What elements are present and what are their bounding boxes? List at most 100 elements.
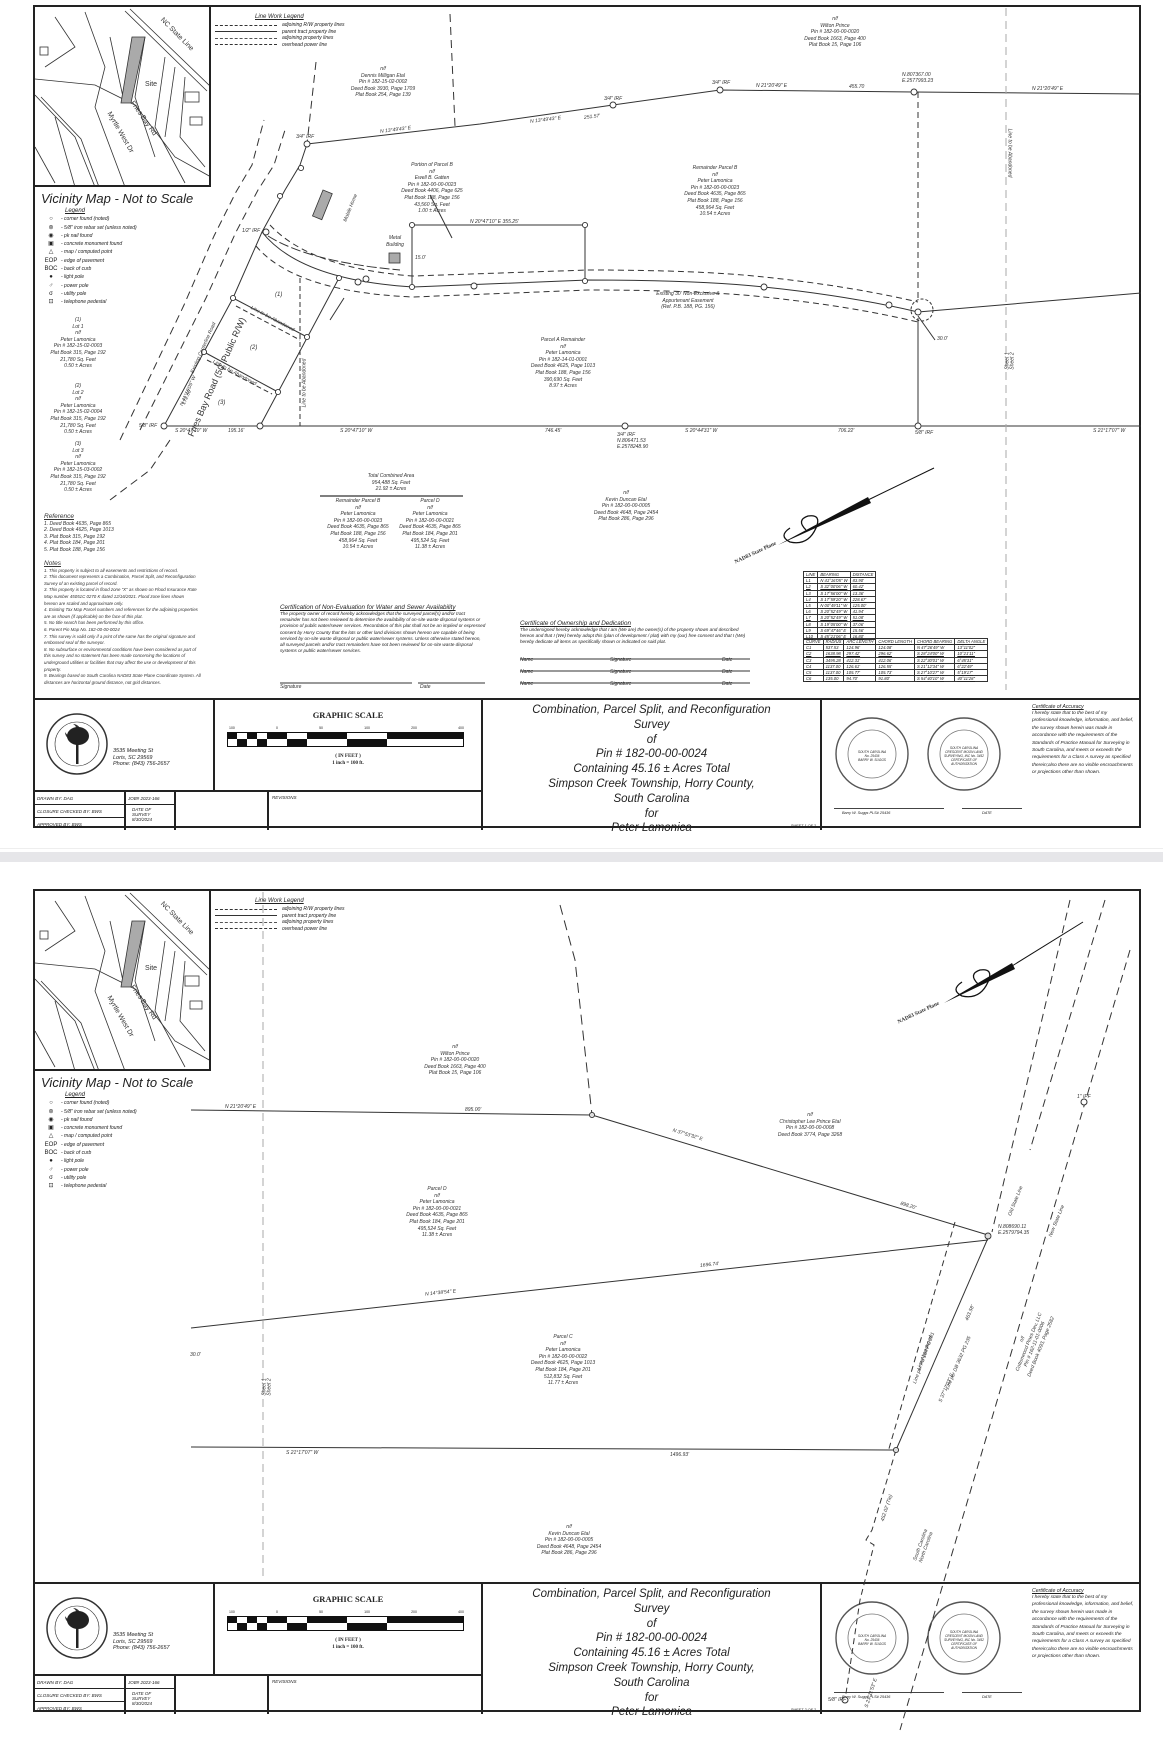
text-label: 297.42': [843, 650, 877, 658]
text-label: Certification of Non-Evaluation for Wate…: [280, 604, 456, 611]
text-label: Notes: [44, 560, 61, 567]
monument-label: 5/8" IRF: [139, 423, 158, 429]
text-label: L2: [802, 583, 819, 591]
text-label: n/f: [434, 1192, 440, 1199]
text-label: Pin # 182-15-03-0002: [53, 467, 103, 474]
legend-symbol-icon: σ: [49, 290, 53, 297]
text-label: 2. Deed Book 4625, Page 1013: [44, 527, 114, 533]
company-seal-logo: [46, 713, 108, 775]
text-label: n/f: [427, 504, 433, 511]
legend-symbol-icon: EOP: [44, 1141, 58, 1148]
text-label: - back of curb: [61, 266, 92, 273]
text-label: S 54°40'10" W: [913, 675, 956, 683]
bearing-label: S 20°47'10" W: [340, 428, 373, 434]
text-label: - back of curb: [61, 1150, 92, 1157]
text-label: distances are horizontal ground distance…: [44, 679, 161, 685]
distance-label: 746.45': [545, 428, 562, 434]
monument-label: 5/8" IRF: [915, 430, 934, 436]
text-label: Building: [386, 241, 404, 248]
legend-item: EOP- edge of pavement: [41, 1141, 137, 1149]
legend-symbol-icon: △: [48, 249, 54, 256]
text-label: ARC LENGTH: [843, 637, 877, 646]
line-legend-item: overhead power line: [215, 926, 345, 933]
text-label: N.806471.53: [617, 438, 646, 444]
legend-symbol-icon: ○: [49, 216, 53, 223]
text-label: 10°21'11": [954, 650, 989, 658]
text-label: Sheet 2: [1009, 352, 1016, 370]
text-label: 21,780 Sq. Feet: [60, 422, 96, 429]
easement-label: Existing 30' Non-Exclusive &Appurtenant …: [656, 291, 719, 311]
text-label: L8: [802, 620, 819, 628]
company-seal-logo: [46, 1597, 108, 1659]
title-line: of: [646, 1617, 657, 1630]
text-label: 50: [319, 1610, 323, 1614]
bearing-label: S 20°44'31" W: [685, 428, 718, 434]
text-label: Pin # 182-00-00-0005: [544, 1537, 594, 1544]
text-label: DISTANCE: [849, 570, 877, 579]
text-label: Pin # 182-15-02-0003: [53, 343, 103, 350]
text-label: 400: [458, 1610, 464, 1614]
title-line: Pin # 182-00-00-0024: [595, 748, 708, 761]
text-label: n/f: [452, 1044, 458, 1050]
text-label: - pk nail found: [61, 232, 93, 239]
text-label: - edge of pavement: [61, 257, 105, 264]
monument-label: 3/4" IRF: [296, 134, 315, 140]
text-label: ( IN FEET ): [335, 1638, 361, 1643]
text-label: Pin # 182-15-02-0004: [53, 409, 103, 416]
legend-symbol-icon: ⊚: [48, 224, 54, 231]
title-line: Simpson Creek Township, Horry County,: [548, 1661, 755, 1674]
text-label: E.2579794.35: [998, 1230, 1030, 1236]
text-label: S 22°30'01" W: [913, 656, 956, 664]
text-label: 124.96': [843, 644, 877, 652]
text-label: CHORD BEARING: [913, 637, 956, 646]
legend-symbol-icon: △: [48, 1133, 54, 1140]
text-label: parent tract property line: [282, 28, 337, 35]
legend-symbol-icon: BOC: [44, 1150, 58, 1157]
text-label: Pin # 182-15-02-0002: [358, 79, 408, 86]
text-label: 5. Plat Book 188, Page 156: [44, 546, 105, 553]
distance-label: 15.0': [415, 255, 426, 261]
text-label: 1 inch = 100 ft.: [332, 1644, 364, 1650]
text-label: Deed Book 4635, Page 865: [406, 1212, 468, 1219]
text-label: Total Combined Area: [367, 473, 415, 479]
text-label: 9. Bearings based on South Carolina NAD8…: [44, 673, 201, 679]
text-label: - utility pole: [61, 290, 87, 297]
text-label: 5. No title search has been performed by…: [44, 620, 145, 626]
revisions-box: REVISIONS: [269, 1676, 483, 1714]
text-label: Pin # 182-00-00-0022: [538, 1353, 588, 1360]
text-label: Plat Book 188, Page 156: [687, 197, 743, 204]
text-label: 105.77': [843, 668, 877, 677]
text-label: E.2578248.90: [617, 444, 649, 450]
text-label: Dennis Milligan Etal: [361, 72, 405, 79]
text-label: this survey and no statement has been ma…: [44, 653, 186, 659]
legend-symbol-icon: ▣: [48, 1125, 54, 1132]
text-label: Peter Lamonica: [412, 511, 448, 518]
legend-symbol-icon: ○: [49, 1100, 53, 1107]
site-label: Site: [145, 81, 158, 88]
text-label: 10.54 ± Acres: [342, 544, 374, 551]
text-label: Signature: [610, 657, 632, 663]
text-label: Line Work Legend: [255, 14, 304, 20]
text-label: Name: [520, 657, 534, 663]
text-label: Survey of an existing parcel of record.: [44, 580, 118, 586]
text-label: L9: [802, 626, 819, 635]
text-label: Plat Book 15, Page 106: [808, 42, 862, 49]
